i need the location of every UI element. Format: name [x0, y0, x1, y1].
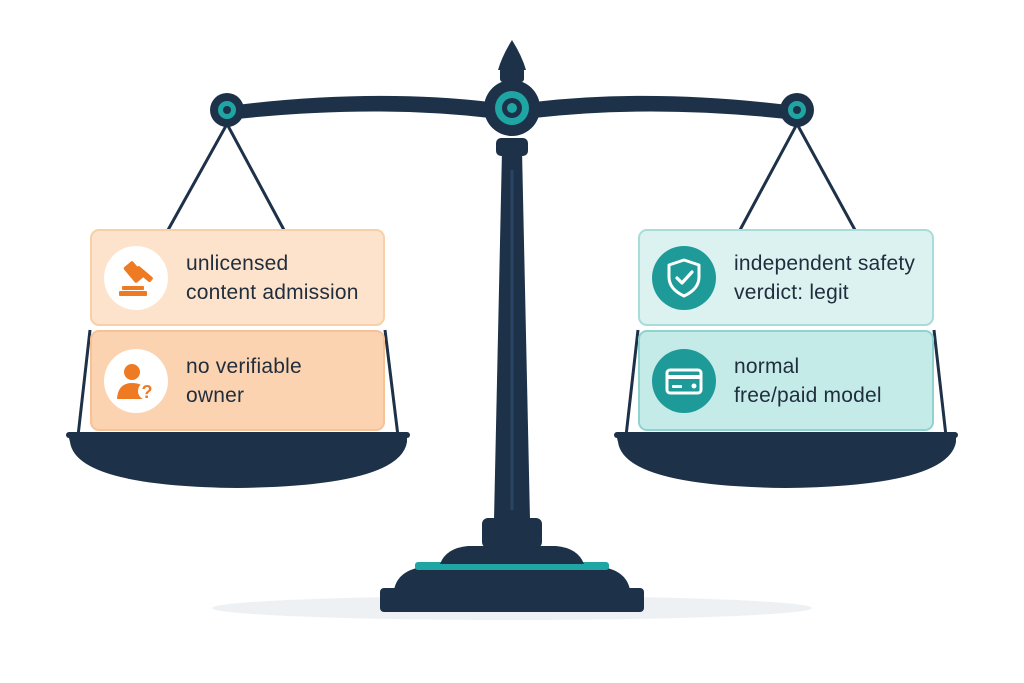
assurance-label: independent safety verdict: legit: [734, 251, 916, 304]
concern-card-unlicensed-content: unlicensed content admission: [90, 229, 385, 326]
left-pan: [66, 432, 410, 488]
assurance-card-payment-model: normal free/paid model: [638, 330, 934, 431]
right-pan: [614, 432, 958, 488]
assurance-card-safety-verdict: independent safety verdict: legit: [638, 229, 934, 326]
svg-text:?: ?: [142, 382, 153, 402]
gavel-icon: [104, 245, 168, 310]
scale-pillar: [494, 138, 530, 520]
concern-label: no verifiable owner: [186, 354, 302, 407]
scale-finial: [498, 40, 526, 70]
left-chains: [76, 123, 400, 437]
right-pivot: [780, 93, 814, 127]
credit-card-icon: [652, 348, 716, 413]
concern-card-no-owner: ? no verifiable owner: [90, 330, 385, 431]
scale-base: [380, 518, 644, 612]
unknown-person-icon: ?: [104, 348, 168, 413]
left-pivot: [210, 93, 244, 127]
right-chains: [624, 123, 948, 437]
center-pivot: [484, 80, 540, 136]
shield-check-icon: [652, 245, 716, 310]
concern-label: unlicensed content admission: [186, 251, 359, 304]
assurance-label: normal free/paid model: [734, 354, 882, 407]
